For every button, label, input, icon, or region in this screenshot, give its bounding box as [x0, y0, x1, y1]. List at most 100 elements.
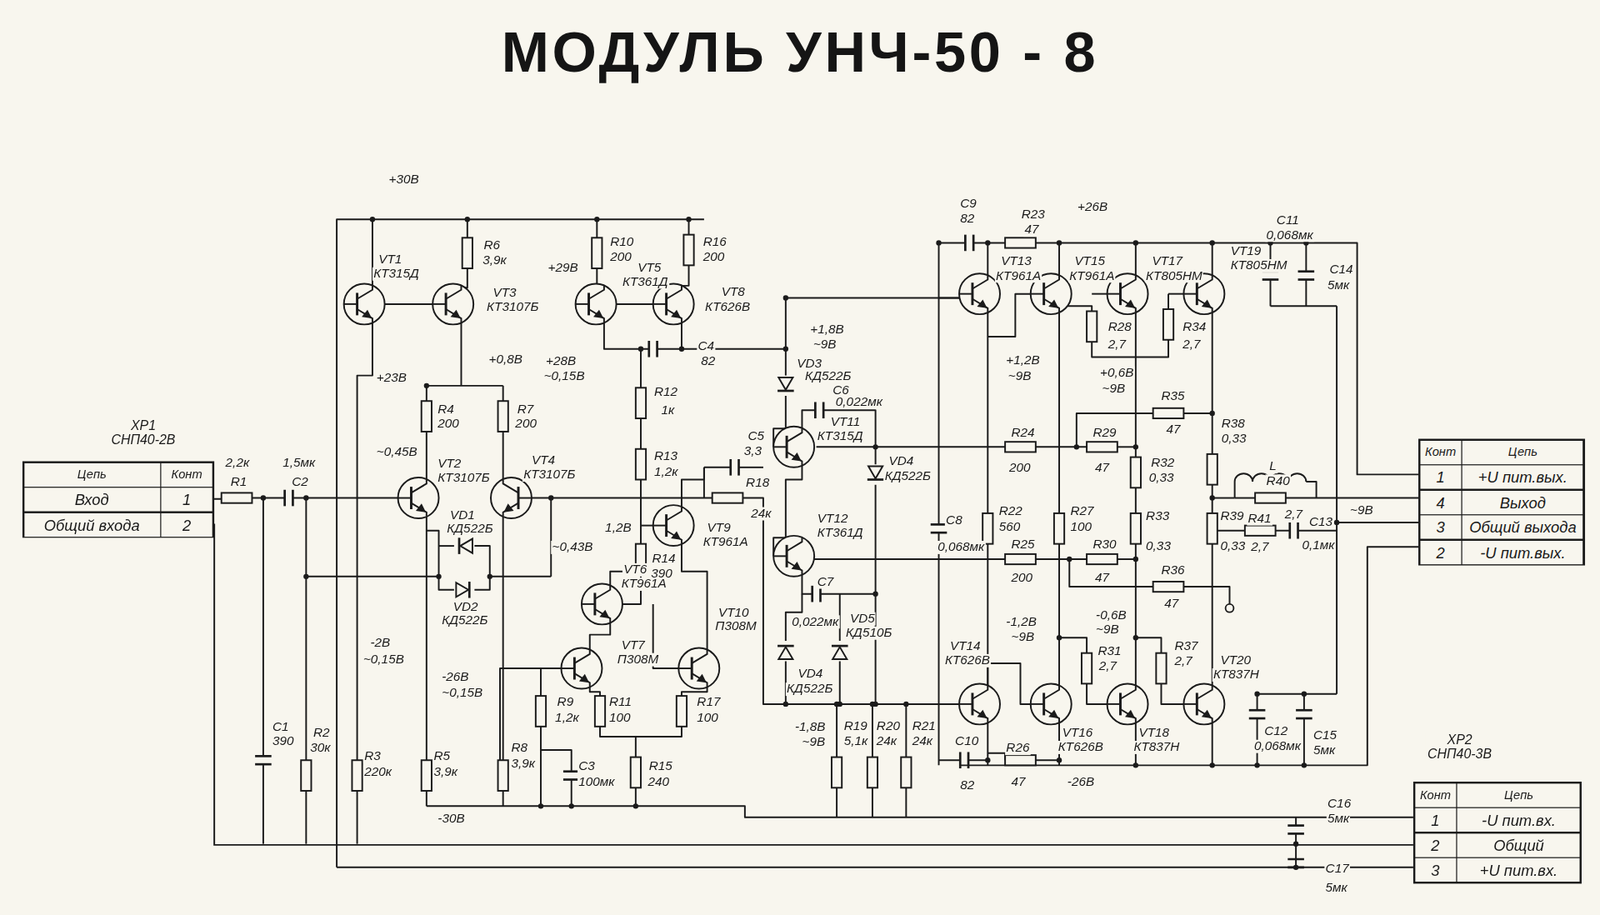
wire [986, 242, 989, 275]
part-label: ~0,15В [440, 686, 484, 700]
part-label: 0,33 [1145, 540, 1172, 554]
junction-dot [1133, 556, 1139, 562]
table-cell: Конт [1415, 783, 1456, 807]
part-label: КД522Б [785, 682, 835, 696]
junction-dot [903, 701, 909, 707]
part-label: 5,1к [842, 735, 869, 749]
junction-dot [424, 383, 430, 389]
part-label: КТ961А [995, 269, 1043, 283]
part-label: R5 [432, 750, 451, 764]
junction-dot [435, 574, 441, 580]
part-label: КД510Б [845, 626, 894, 640]
wire [1058, 242, 1060, 275]
wire [262, 498, 265, 757]
junction-dot [1293, 840, 1299, 846]
wire [1270, 305, 1337, 307]
transistor-symbol [959, 273, 1000, 315]
part-label: R20 [875, 719, 902, 733]
wire [1117, 445, 1136, 448]
junction-dot [783, 295, 789, 300]
wire [987, 753, 1005, 761]
part-label: ~0,15В [542, 369, 585, 383]
part-label: 47 [1163, 596, 1180, 610]
resistor-symbol [1207, 454, 1218, 485]
transistor-symbol [653, 505, 695, 546]
wire [590, 622, 610, 650]
wire [426, 530, 455, 590]
wire [1211, 722, 1214, 765]
resistor-symbol [831, 757, 842, 789]
resistor-symbol [498, 760, 509, 791]
diode-symbol [459, 537, 473, 555]
part-label: 3,9к [481, 254, 508, 268]
junction-dot [679, 346, 685, 352]
part-label: C16 [1326, 796, 1353, 810]
part-label: VD5 [849, 612, 876, 626]
transistor-symbol [653, 283, 695, 325]
wire [531, 497, 713, 500]
table-cell: -U пит.вх. [1457, 808, 1580, 832]
wire [1211, 242, 1214, 275]
capacitor-symbol [285, 490, 294, 507]
junction-dot [1254, 762, 1260, 768]
part-label: R30 [1091, 537, 1118, 551]
part-label: R14 [650, 551, 677, 565]
part-label: ~0,45В [375, 445, 419, 460]
junction-dot [1133, 762, 1139, 768]
wire [681, 467, 705, 508]
part-label: ~9В [1007, 369, 1033, 383]
wire [1059, 637, 1087, 653]
part-label: ~9В [1010, 630, 1035, 645]
part-label: VT13 [1000, 255, 1033, 269]
wire [425, 516, 428, 761]
wire [681, 265, 690, 285]
table-cell: Цепь [1457, 783, 1580, 807]
junction-dot [370, 216, 375, 222]
part-label: C10 [954, 735, 980, 749]
junction-dot [1210, 410, 1215, 416]
part-label: -30В [436, 812, 466, 826]
wire [986, 312, 989, 514]
resistor-symbol [1086, 441, 1118, 452]
part-label: ~9В [812, 337, 838, 351]
wire [500, 668, 561, 760]
wire [616, 303, 654, 305]
wire [938, 242, 940, 525]
part-label: П308М [616, 653, 660, 667]
resistor-symbol [712, 492, 744, 503]
wire [1183, 412, 1212, 415]
diode-symbol [777, 377, 795, 391]
resistor-symbol [1005, 755, 1036, 765]
part-label: КТ961А [1068, 269, 1116, 283]
part-label: КТ837Н [1212, 668, 1260, 682]
wire [425, 790, 428, 806]
wire [785, 297, 960, 300]
part-label: R31 [1096, 645, 1123, 659]
table-cell: 2 [1415, 833, 1456, 857]
wire [742, 498, 960, 705]
wire [1295, 817, 1297, 826]
wire [604, 322, 650, 350]
wire [681, 544, 708, 650]
wire [1058, 312, 1060, 514]
junction-dot [465, 216, 470, 222]
connector-name: XP2 [1427, 732, 1492, 747]
wire [502, 431, 505, 480]
wire [801, 410, 815, 429]
part-label: -26В [440, 670, 470, 684]
resistor-symbol [900, 757, 911, 789]
capacitor-symbol [1298, 271, 1315, 280]
junction-dot [783, 346, 789, 352]
part-label: 1,5мк [281, 455, 316, 470]
part-label: 0,068мк [1265, 228, 1314, 242]
part-label: C13 [1308, 515, 1335, 529]
wire [871, 704, 874, 758]
part-label: 100 [608, 710, 632, 725]
test-point [1225, 604, 1235, 613]
wire [871, 787, 874, 818]
part-label: КТ626В [704, 300, 752, 315]
junction-dot [834, 701, 840, 707]
junction-dot [260, 495, 266, 500]
table-cell: Общий [1457, 833, 1580, 857]
wire [640, 480, 642, 545]
